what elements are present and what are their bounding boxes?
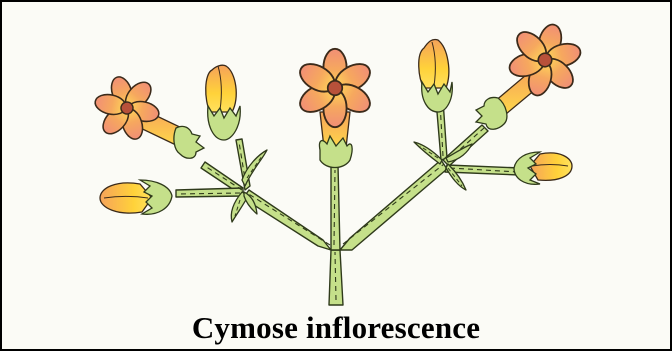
central-flower (295, 49, 374, 168)
flower-bud-lower-right (514, 152, 572, 184)
right-open-flower (476, 15, 590, 129)
flower-bud-upper-left (206, 65, 241, 140)
branch-left (243, 190, 331, 250)
flower-bud-upper-right (419, 39, 453, 112)
left-open-flower (86, 67, 204, 158)
central-pedicel (331, 165, 340, 250)
figure-caption: Cymose inflorescence (0, 310, 672, 346)
flower-bud-lower-left (100, 180, 172, 214)
branch-right (340, 160, 447, 250)
